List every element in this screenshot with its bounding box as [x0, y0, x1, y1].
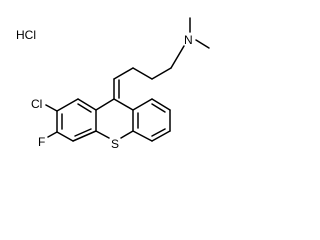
bond-c16-c17: [132, 67, 153, 80]
bond-n-methyl-right: [195, 39, 210, 49]
nitrogen-atom-label: N: [184, 33, 193, 47]
bond-exo-c16: [113, 67, 134, 80]
bond-c15-c11: [132, 130, 153, 142]
bond-lines: [45, 17, 210, 142]
bond-c1-cl: [45, 104, 58, 112]
fluorine-atom-label: F: [38, 135, 45, 149]
sulfur-atom-label: S: [111, 137, 119, 151]
bond-c3-c4-inner: [74, 128, 92, 137]
bond-s-c11: [120, 130, 134, 139]
bond-c17-c18: [151, 67, 172, 80]
bond-c14-c15: [151, 130, 171, 142]
bond-c5-c6-inner: [77, 103, 92, 113]
bond-c9-c10: [113, 98, 134, 111]
bond-c12-c13: [151, 98, 171, 111]
bond-c3-c4: [72, 130, 97, 142]
bond-c2-c3: [56, 131, 74, 142]
bond-c12-c13-inner: [151, 103, 166, 113]
molecule-drawing: HCl Cl F S N: [16, 17, 210, 151]
structure-diagram: HCl Cl F S N: [16, 17, 210, 151]
bond-c4-s: [95, 130, 110, 139]
bond-c5-c9: [95, 98, 115, 111]
bond-c6-c1: [56, 98, 79, 112]
bond-c5-c6: [77, 98, 97, 111]
bond-c14-c15-inner: [151, 128, 166, 137]
chlorine-atom-label: Cl: [31, 97, 42, 111]
bond-c10-c12: [132, 98, 153, 111]
bond-c2-f: [47, 131, 58, 138]
salt-label: HCl: [16, 28, 36, 42]
bond-c18-n: [170, 45, 185, 69]
